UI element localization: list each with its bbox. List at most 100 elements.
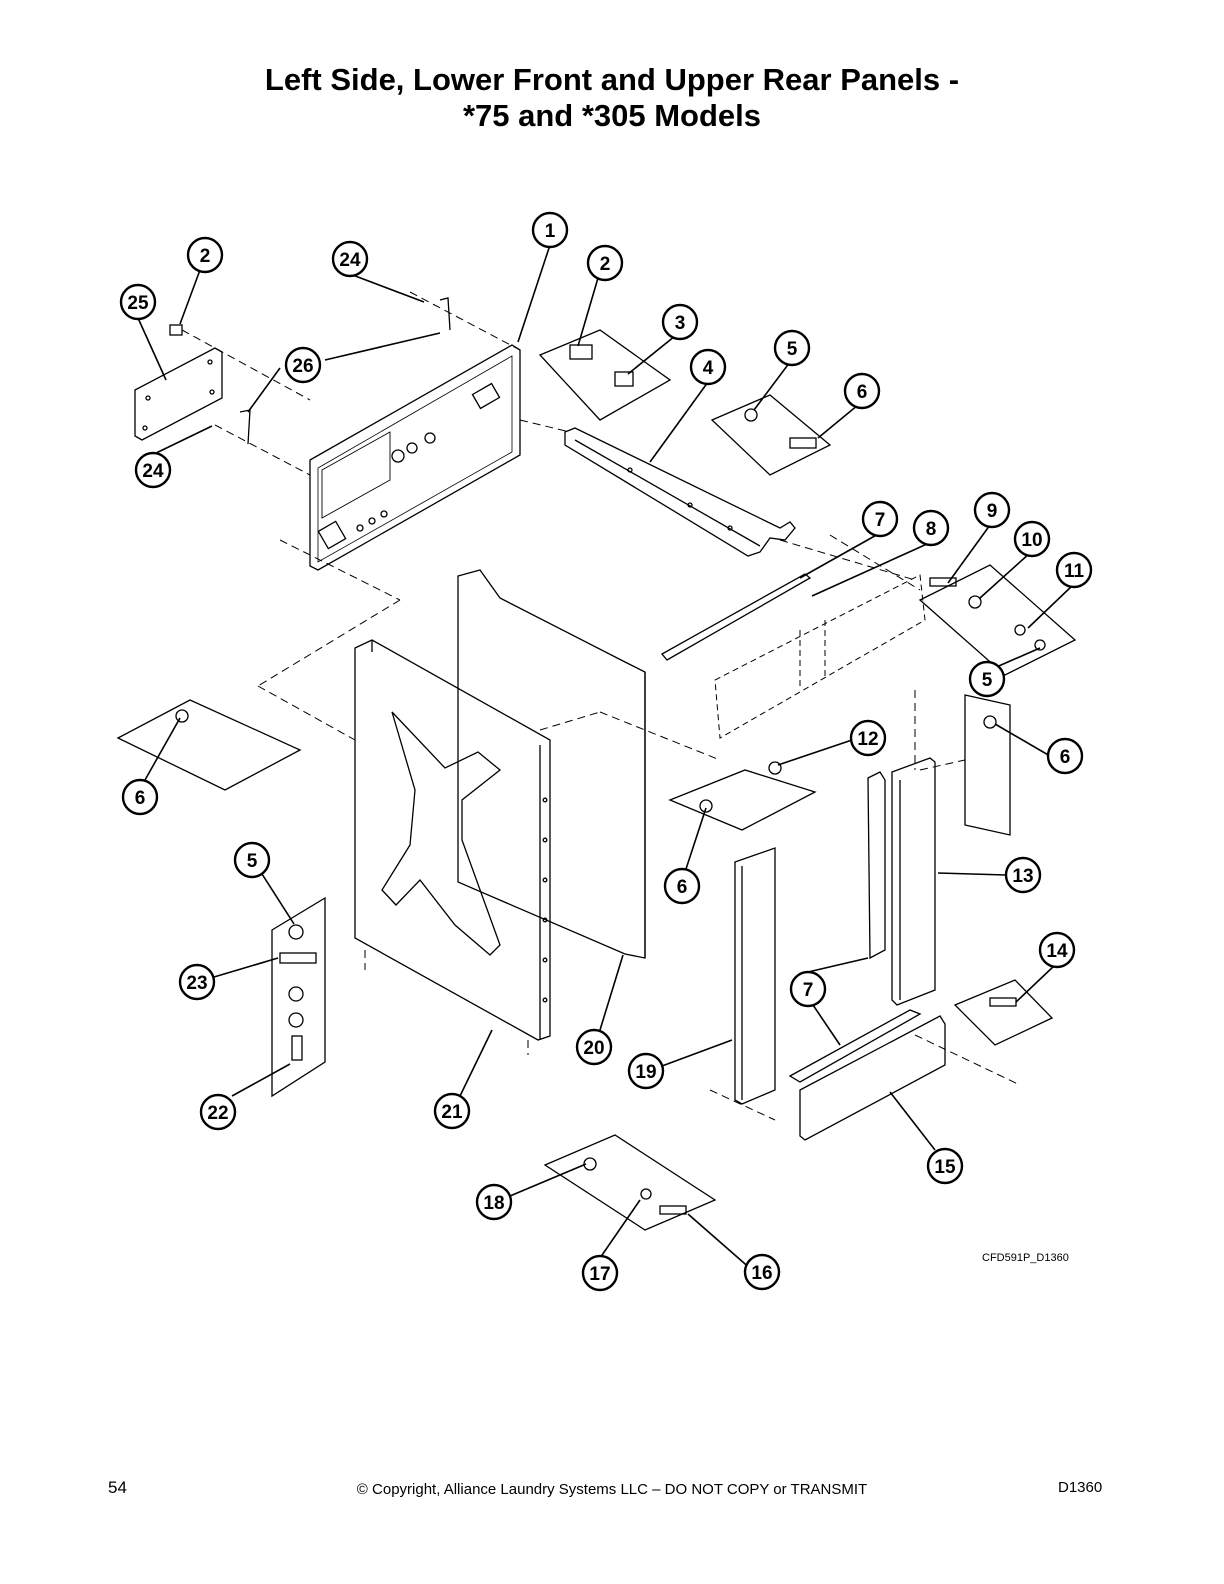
fastener-box-6-left [116,699,302,791]
callout-circle [586,244,624,282]
upright-channel-part [867,757,936,1006]
callout-number: 20 [583,1038,604,1059]
callout-circle [119,283,157,321]
callout-bubble: 24 [331,240,369,278]
callout-bubble: 14 [1038,931,1076,969]
callout-circle [331,240,369,278]
callout-circle [1055,551,1093,589]
drawing-reference: CFD591P_D1360 [982,1252,1069,1264]
callout-bubble: 6 [843,372,881,410]
callout-bubble: 26 [284,346,322,384]
callout-circle [968,660,1006,698]
copyright-notice: © Copyright, Alliance Laundry Systems LL… [356,1481,868,1498]
callout-bubble: 17 [581,1254,619,1292]
callout-circle [186,236,224,274]
callout-circle [789,970,827,1008]
callout-number: 2 [200,246,211,267]
callout-bubble: 6 [1046,737,1084,775]
base-rail-part [788,1009,946,1141]
callout-circle [973,491,1011,529]
callout-circle [1004,856,1042,894]
callout-circle [861,500,899,538]
callout-number: 22 [207,1103,228,1124]
callout-number: 23 [186,973,207,994]
callout-bubble: 4 [689,348,727,386]
fastener-box-9-11 [918,564,1077,676]
callout-circle [575,1028,613,1066]
callout-circle [121,778,159,816]
title-line-1: Left Side, Lower Front and Upper Rear Pa… [264,62,960,97]
callout-circle [531,211,569,249]
callout-bubble: 5 [233,841,271,879]
callout-bubble: 18 [475,1183,513,1221]
callout-circle [475,1183,513,1221]
callout-number: 1 [545,221,556,242]
fastener-box-12 [668,769,817,831]
callout-number: 6 [857,382,868,403]
callout-bubble: 2 [186,236,224,274]
channel-bracket-part [564,427,796,557]
document-id: D1360 [1058,1479,1103,1496]
callout-number: 24 [339,250,361,271]
callout-bubble: 3 [661,303,699,341]
callout-bubble: 22 [199,1093,237,1131]
callout-circle [773,329,811,367]
callout-number: 7 [875,510,886,531]
hardware-shapes [169,297,1046,1215]
upper-rear-panel-part [309,344,521,571]
callout-bubble: 21 [433,1092,471,1130]
callout-circle [912,509,950,547]
callout-circle [661,303,699,341]
callout-number: 21 [441,1102,463,1123]
fastener-box-2-3 [538,329,672,421]
callout-bubble: 10 [1013,520,1051,558]
callout-bubble: 5 [773,329,811,367]
callout-number: 6 [1060,747,1071,768]
callout-circle [1013,520,1051,558]
callout-number: 6 [135,788,146,809]
fastener-box-14 [953,979,1054,1046]
callout-bubble: 2 [586,244,624,282]
callout-bubble: 16 [743,1253,781,1291]
cover-plate-part [134,347,223,441]
callout-number: 25 [127,293,149,314]
callout-bubble: 23 [178,963,216,1001]
callout-circle [843,372,881,410]
callout-bubble: 11 [1055,551,1093,589]
lower-front-panel-part [354,639,551,1041]
callout-bubble: 12 [849,719,887,757]
callout-number: 26 [292,356,313,377]
callout-number: 3 [675,313,686,334]
callout-number: 17 [589,1264,610,1285]
callout-bubble: 13 [1004,856,1042,894]
callout-circle [581,1254,619,1292]
callout-bubble: 1 [531,211,569,249]
callout-number: 14 [1046,941,1068,962]
callout-number: 4 [703,358,714,379]
callout-bubble: 25 [119,283,157,321]
fastener-box-6-right [964,694,1011,836]
callout-circle [627,1052,665,1090]
callout-circle [926,1147,964,1185]
rear-frame-dashed [714,574,926,739]
callout-circle [199,1093,237,1131]
callout-bubble: 6 [121,778,159,816]
callout-number: 5 [247,851,258,872]
fastener-box-16-18 [543,1134,717,1231]
callout-bubble: 9 [973,491,1011,529]
callout-number: 5 [787,339,798,360]
callout-number: 19 [635,1062,656,1083]
callout-number: 18 [483,1193,504,1214]
dashed-assembly-lines [181,291,1021,1121]
callout-circle [284,346,322,384]
callout-bubble: 6 [663,867,701,905]
callout-number: 10 [1021,530,1042,551]
callout-bubble: 20 [575,1028,613,1066]
callout-number: 11 [1064,561,1085,582]
fastener-box-5-6 [710,394,832,476]
fastener-box-5-22-23 [271,896,326,1098]
callout-circle [134,451,172,489]
callout-bubble: 19 [627,1052,665,1090]
callout-number: 8 [926,519,937,540]
callout-bubble: 7 [789,970,827,1008]
